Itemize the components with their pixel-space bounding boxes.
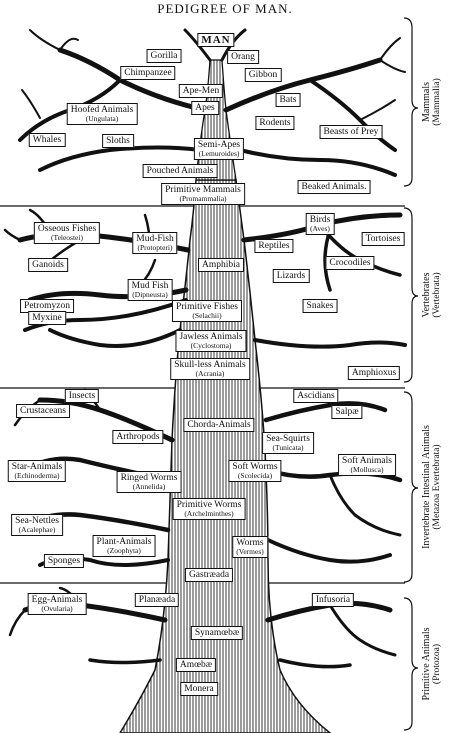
node-pouched: Pouched Animals [142, 164, 218, 178]
section-label-vertebrates: Vertebrates (Vertebrata) [421, 272, 443, 317]
node-semi-apes: Semi-Apes(Lemuroides) [193, 138, 245, 160]
section-label-primitive: Primitive Animals (Protozoa) [421, 627, 443, 700]
section-name: Mammals [421, 82, 432, 123]
node-ganoids: Ganoids [28, 258, 68, 272]
node-chorda: Chorda-Animals [183, 418, 255, 432]
node-plant-animals: Plant-Animals(Zoophyta) [92, 535, 156, 557]
node-sloths: Sloths [102, 134, 134, 148]
node-ringed-worms: Ringed Worms(Annelida) [116, 471, 182, 493]
node-ascidians: Ascidians [293, 389, 339, 403]
section-label-mammals: Mammals (Mammalia) [421, 78, 443, 125]
section-latin: (Vertebrata) [432, 272, 442, 318]
node-arthropods: Arthropods [112, 430, 164, 444]
node-sponges: Sponges [43, 554, 85, 568]
node-gastraeada: Gastræada [184, 568, 234, 582]
node-sea-squirts: Sea-Squirts(Tunicata) [262, 432, 314, 454]
section-name: Primitive Animals [421, 627, 432, 701]
section-latin: (Protozoa) [432, 643, 442, 685]
node-mudfish-p: Mud-Fish(Protopteri) [132, 232, 178, 254]
node-myxine: Myxine [28, 311, 66, 325]
node-chimpanzee: Chimpanzee [120, 66, 176, 80]
node-beaked: Beaked Animals. [297, 180, 371, 194]
node-rodents: Rodents [255, 116, 295, 130]
node-worms: Worms(Vermes) [232, 536, 268, 558]
node-amphioxus: Amphioxus [347, 366, 401, 380]
node-mudfish-d: Mud Fish(Dipneusta) [127, 279, 173, 301]
node-soft-animals: Soft Animals(Mollusca) [338, 454, 396, 476]
node-jawless: Jawless Animals(Cyclostoma) [175, 330, 247, 352]
node-lizards: Lizards [272, 269, 310, 283]
section-braces [403, 17, 419, 731]
node-primitive-worms: Primitive Worms(Archelminthes) [172, 498, 246, 520]
node-star-animals: Star-Animals(Echinoderma) [7, 460, 67, 482]
node-crocodiles: Crocodiles [325, 256, 375, 270]
node-reptiles: Reptiles [254, 239, 294, 253]
node-salpae: Salpæ [331, 405, 363, 419]
node-snakes: Snakes [302, 299, 338, 313]
node-insects: Insects [64, 389, 100, 403]
node-hoofed: Hoofed Animals(Ungulata) [66, 103, 138, 125]
node-monera: Monera [180, 682, 218, 696]
node-synamoebae: Synamœbæ [190, 626, 244, 640]
node-planaeada: Planæada [134, 593, 180, 607]
node-osseous: Osseous Fishes(Teleostei) [33, 222, 101, 244]
node-soft-worms: Soft Worms(Scolecida) [228, 460, 282, 482]
section-latin: (Metazoa Evertebrata) [432, 444, 442, 530]
node-gorilla: Gorilla [146, 49, 182, 63]
section-latin: (Mammalia) [432, 78, 442, 126]
node-primitive-fishes: Primitive Fishes(Selachii) [171, 300, 243, 322]
node-ape-men: Ape-Men [178, 84, 224, 98]
node-crustaceans: Crustaceans [16, 404, 70, 418]
node-birds: Birds(Aves) [305, 213, 335, 235]
node-man: MAN [197, 33, 235, 47]
node-primitive-mammals: Primitive Mammals(Promammalia) [161, 183, 245, 205]
node-skull-less: Skull-less Animals(Acrania) [170, 358, 250, 380]
node-egg-animals: Egg-Animals(Ovularia) [27, 593, 87, 615]
node-infusoria: Infusoria [311, 593, 355, 607]
node-amphibia: Amphibia [198, 258, 244, 272]
section-name: Vertebrates [421, 272, 432, 318]
node-bats: Bats [275, 93, 301, 107]
node-tortoises: Tortoises [361, 232, 405, 246]
node-sea-nettles: Sea-Nettles(Acalephae) [11, 514, 63, 536]
node-gibbon: Gibbon [244, 68, 282, 82]
node-whales: Whales [28, 133, 66, 147]
diagram-title: PEDIGREE OF MAN. [157, 1, 293, 16]
node-apes: Apes [191, 101, 219, 115]
node-amoebae: Amœbæ [175, 658, 217, 672]
section-label-invertebrates: Invertebrate Intestinal Animals (Metazoa… [421, 425, 443, 549]
node-orang: Orang [227, 50, 259, 64]
section-name: Invertebrate Intestinal Animals [421, 425, 432, 549]
node-beasts: Beasts of Prey [319, 125, 383, 139]
